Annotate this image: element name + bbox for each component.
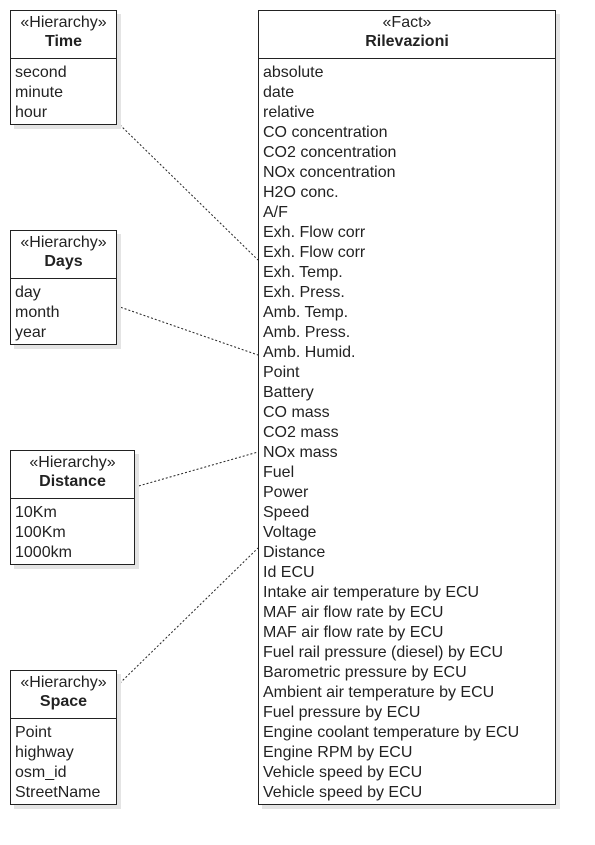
attribute: Amb. Humid. xyxy=(263,344,356,361)
attribute: Battery xyxy=(263,384,314,401)
fact-rilevazioni-box: «Fact» Rilevazioni absolute date relativ… xyxy=(258,10,556,805)
attribute: Distance xyxy=(263,544,326,561)
hierarchy-space-header: «Hierarchy» Space xyxy=(11,671,116,719)
hierarchy-time-header: «Hierarchy» Time xyxy=(11,11,116,59)
hierarchy-distance-attributes: 10Km 100Km 1000km xyxy=(11,499,134,563)
attribute: Voltage xyxy=(263,524,317,541)
attribute: Exh. Flow corr xyxy=(263,224,366,241)
hierarchy-space-attributes: Point highway osm_id StreetName xyxy=(11,719,116,803)
hierarchy-time-box: «Hierarchy» Time second minute hour xyxy=(10,10,117,125)
attribute: Id ECU xyxy=(263,564,315,581)
attribute: Engine coolant temperature by ECU xyxy=(263,724,520,741)
attribute: 100Km xyxy=(15,524,66,541)
hierarchy-days-box: «Hierarchy» Days day month year xyxy=(10,230,117,345)
attribute: day xyxy=(15,284,41,301)
attribute: Exh. Press. xyxy=(263,284,345,301)
attribute: Amb. Temp. xyxy=(263,304,349,321)
attribute: MAF air flow rate by ECU xyxy=(263,624,444,641)
attribute: Point xyxy=(263,364,300,381)
fact-stereotype: «Fact» xyxy=(382,14,432,31)
hierarchy-distance-stereotype: «Hierarchy» xyxy=(29,454,116,471)
hierarchy-time-name: Time xyxy=(44,33,83,50)
hierarchy-days-attributes: day month year xyxy=(11,279,116,343)
attribute: MAF air flow rate by ECU xyxy=(263,604,444,621)
attribute: Ambient air temperature by ECU xyxy=(263,684,495,701)
attribute: minute xyxy=(15,84,64,101)
connector-distance-fact xyxy=(134,451,259,488)
attribute: Vehicle speed by ECU xyxy=(263,764,423,781)
attribute: osm_id xyxy=(15,764,67,781)
attribute: Speed xyxy=(263,504,310,521)
attribute: CO mass xyxy=(263,404,330,421)
hierarchy-days-name: Days xyxy=(44,253,83,270)
attribute: Power xyxy=(263,484,309,501)
hierarchy-space-name: Space xyxy=(39,693,88,710)
attribute: Fuel xyxy=(263,464,295,481)
connector-space-fact xyxy=(116,547,259,687)
attribute: Point xyxy=(15,724,52,741)
attribute: Fuel pressure by ECU xyxy=(263,704,421,721)
fact-header: «Fact» Rilevazioni xyxy=(259,11,555,59)
attribute: Exh. Flow corr xyxy=(263,244,366,261)
hierarchy-space-stereotype: «Hierarchy» xyxy=(20,674,107,691)
attribute: Engine RPM by ECU xyxy=(263,744,413,761)
hierarchy-time-attributes: second minute hour xyxy=(11,59,116,123)
connector-days-fact xyxy=(116,305,259,356)
attribute: date xyxy=(263,84,295,101)
attribute: CO2 mass xyxy=(263,424,339,441)
attribute: CO concentration xyxy=(263,124,388,141)
attribute: Barometric pressure by ECU xyxy=(263,664,467,681)
attribute: Vehicle speed by ECU xyxy=(263,784,423,801)
hierarchy-days-header: «Hierarchy» Days xyxy=(11,231,116,279)
hierarchy-time-stereotype: «Hierarchy» xyxy=(20,14,107,31)
attribute: year xyxy=(15,324,47,341)
attribute: NOx mass xyxy=(263,444,338,461)
hierarchy-distance-box: «Hierarchy» Distance 10Km 100Km 1000km xyxy=(10,450,135,565)
connector-time-fact xyxy=(116,121,259,261)
attribute: CO2 concentration xyxy=(263,144,397,161)
hierarchy-distance-header: «Hierarchy» Distance xyxy=(11,451,134,499)
attribute: A/F xyxy=(263,204,288,221)
fact-name: Rilevazioni xyxy=(365,33,449,50)
attribute: hour xyxy=(15,104,48,121)
attribute: Amb. Press. xyxy=(263,324,351,341)
attribute: absolute xyxy=(263,64,324,81)
fact-attributes: absolute date relative CO concentration … xyxy=(259,59,555,803)
attribute: Fuel rail pressure (diesel) by ECU xyxy=(263,644,504,661)
attribute: month xyxy=(15,304,60,321)
attribute: highway xyxy=(15,744,74,761)
hierarchy-distance-name: Distance xyxy=(39,473,106,490)
attribute: StreetName xyxy=(15,784,101,801)
attribute: 1000km xyxy=(15,544,72,561)
attribute: 10Km xyxy=(15,504,57,521)
attribute: H2O conc. xyxy=(263,184,339,201)
attribute: Exh. Temp. xyxy=(263,264,343,281)
attribute: NOx concentration xyxy=(263,164,396,181)
attribute: Intake air temperature by ECU xyxy=(263,584,480,601)
attribute: relative xyxy=(263,104,315,121)
attribute: second xyxy=(15,64,67,81)
hierarchy-days-stereotype: «Hierarchy» xyxy=(20,234,107,251)
hierarchy-space-box: «Hierarchy» Space Point highway osm_id S… xyxy=(10,670,117,805)
